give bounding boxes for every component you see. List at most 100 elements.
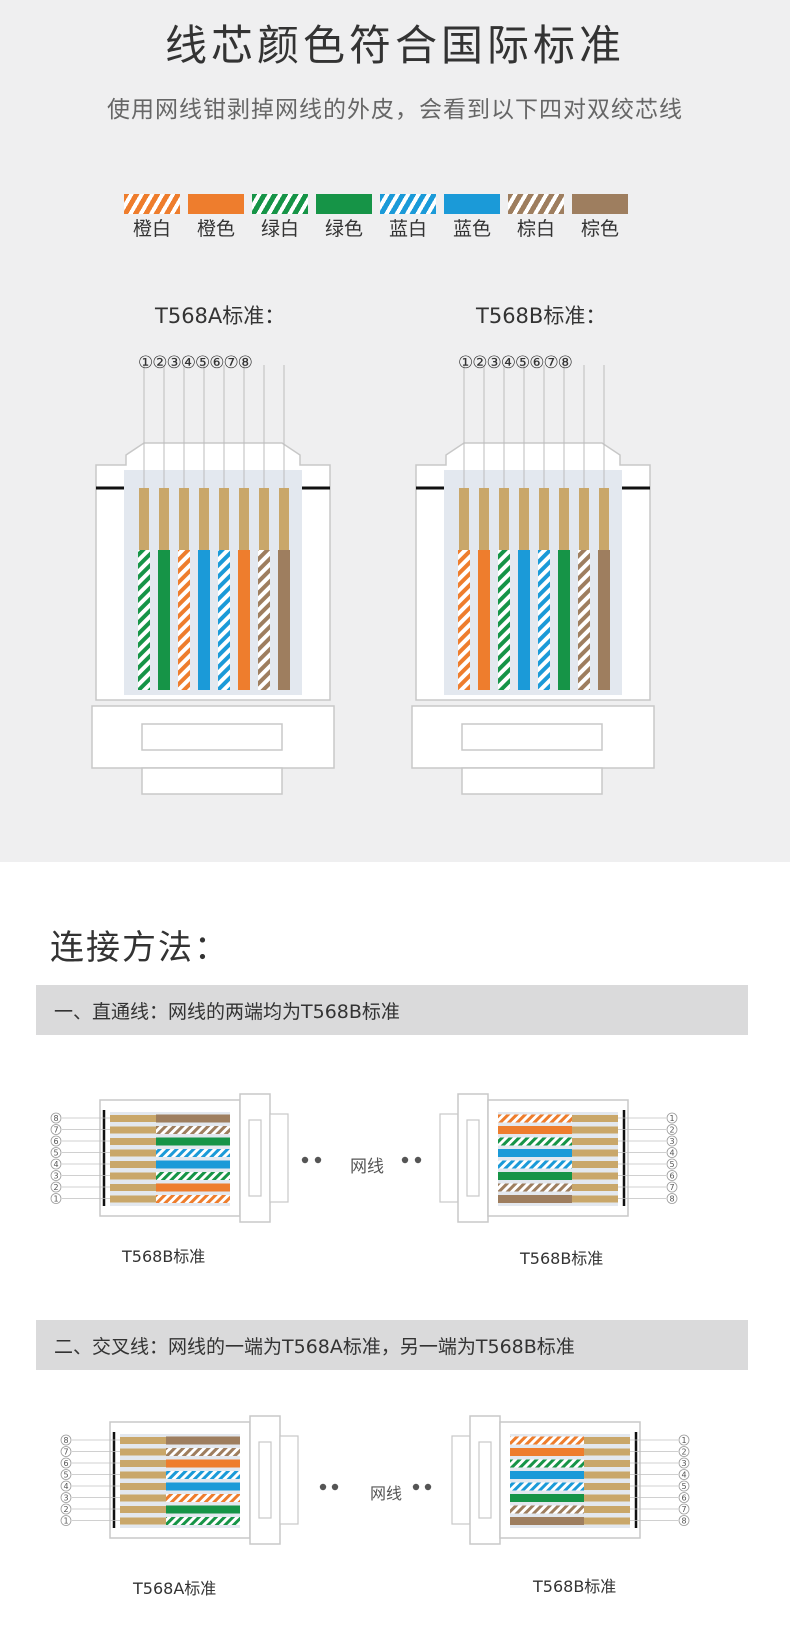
wire-orange <box>510 1448 584 1456</box>
pin-number-6: 6 <box>681 1494 686 1503</box>
pin-contact-6 <box>120 1460 166 1467</box>
pin-contact-1 <box>139 488 149 550</box>
pin-marker-4 <box>60 1480 72 1492</box>
legend-label: 绿白 <box>260 218 299 240</box>
cable-dot-1 <box>301 1156 309 1164</box>
pin-contact-8 <box>110 1115 156 1122</box>
pin-contact-7 <box>110 1126 156 1134</box>
pin-marker-1 <box>678 1434 690 1446</box>
pin-contact-4 <box>584 1471 630 1479</box>
wire-blue-white <box>166 1471 240 1479</box>
straight-left-caption: T568B标准 <box>122 1247 206 1266</box>
pin-number-2: 2 <box>63 1505 68 1514</box>
pin-marker-4 <box>666 1147 678 1158</box>
legend-swatch-green-white <box>252 194 308 214</box>
wire-blue-white <box>498 1160 572 1169</box>
t568b-pin-numbers: ①②③④⑤⑥⑦⑧ <box>458 353 573 373</box>
pin-contact-8 <box>572 1195 618 1203</box>
pin-contact-4 <box>572 1149 618 1157</box>
wire-brown-white <box>578 550 590 690</box>
pin-number-5: 5 <box>63 1471 68 1480</box>
pin-marker-3 <box>60 1492 72 1503</box>
connector-boot-tail <box>269 1113 289 1203</box>
page-subtitle: 使用网线钳剥掉网线的外皮，会看到以下四对双绞芯线 <box>107 97 683 123</box>
pin-marker-4 <box>678 1469 690 1480</box>
wire-green <box>510 1494 584 1502</box>
pin-marker-6 <box>666 1170 678 1181</box>
pin-contact-5 <box>219 488 229 550</box>
pin-number-2: 2 <box>669 1126 674 1135</box>
connector-boot-slot <box>466 1119 480 1197</box>
wire-orange-white <box>156 1195 230 1203</box>
pin-contact-1 <box>120 1517 166 1525</box>
pin-contact-1 <box>459 488 469 550</box>
cable-dot-3 <box>401 1156 409 1164</box>
pin-contact-8 <box>584 1517 630 1525</box>
pin-contact-6 <box>559 488 569 550</box>
wire-blue <box>166 1482 240 1491</box>
connector-boot-tail <box>279 1435 299 1525</box>
wire-blue <box>498 1149 572 1157</box>
wire-orange-white <box>498 1114 572 1123</box>
pin-marker-5 <box>666 1158 678 1170</box>
cable-dot-2 <box>314 1156 322 1164</box>
pin-number-3: 3 <box>63 1494 68 1503</box>
wire-green-white <box>498 550 510 690</box>
legend-label: 蓝色 <box>452 218 491 240</box>
crossover-bar: 二、交叉线：网线的一端为T568A标准，另一端为T568B标准 <box>36 1320 748 1370</box>
pin-number-8: 8 <box>63 1436 68 1445</box>
wire-green <box>156 1137 230 1146</box>
pin-contact-3 <box>499 488 509 550</box>
wire-brown <box>156 1114 230 1123</box>
pin-contact-8 <box>120 1437 166 1444</box>
pin-contact-5 <box>110 1149 156 1157</box>
wire-brown <box>510 1517 584 1525</box>
wire-brown-white <box>166 1448 240 1456</box>
wire-blue-white <box>218 550 230 690</box>
pin-number-6: 6 <box>669 1172 674 1181</box>
pin-contact-1 <box>584 1437 630 1444</box>
pin-contact-3 <box>120 1494 166 1502</box>
small-connector-right: 12345678 <box>451 1415 690 1545</box>
connector-boot-tail <box>461 767 603 795</box>
wire-orange <box>166 1459 240 1468</box>
legend-label: 蓝白 <box>388 218 427 240</box>
pin-marker-5 <box>50 1147 62 1158</box>
wire-orange-white <box>166 1494 240 1502</box>
wire-blue-white <box>510 1482 584 1491</box>
wire-green-white <box>156 1172 230 1180</box>
pin-contact-6 <box>572 1172 618 1180</box>
wire-orange-white <box>458 550 470 690</box>
wire-green <box>498 1172 572 1180</box>
pin-contact-2 <box>584 1448 630 1456</box>
pin-marker-3 <box>678 1457 690 1469</box>
pin-number-3: 3 <box>53 1172 58 1181</box>
pin-number-8: 8 <box>681 1517 686 1526</box>
wire-orange <box>498 1126 572 1134</box>
pin-number-1: 1 <box>669 1114 674 1123</box>
wire-blue-white <box>156 1149 230 1157</box>
pin-contact-3 <box>179 488 189 550</box>
pin-contact-7 <box>579 488 589 550</box>
wire-green <box>558 550 570 690</box>
pin-marker-5 <box>60 1469 72 1480</box>
pin-number-3: 3 <box>669 1137 674 1146</box>
t568a-pin-numbers: ①②③④⑤⑥⑦⑧ <box>138 353 253 373</box>
legend-swatch-blue <box>444 194 500 214</box>
pin-marker-7 <box>50 1124 62 1135</box>
small-connector-right: 12345678 <box>439 1093 678 1223</box>
legend-swatch-green <box>316 194 372 214</box>
t568b-title: T568B标准： <box>476 304 607 328</box>
pin-marker-1 <box>50 1193 62 1204</box>
pin-number-1: 1 <box>53 1195 58 1204</box>
pin-number-7: 7 <box>53 1126 58 1135</box>
pin-marker-6 <box>60 1457 72 1469</box>
pin-marker-5 <box>678 1480 690 1492</box>
wire-orange-white <box>178 550 190 690</box>
pin-contact-2 <box>572 1126 618 1134</box>
connector-boot-slot <box>248 1119 262 1197</box>
pin-marker-8 <box>50 1112 62 1124</box>
pin-number-6: 6 <box>63 1459 68 1468</box>
legend-swatch-orange-white <box>124 194 180 214</box>
connector-boot-slot <box>258 1441 272 1519</box>
